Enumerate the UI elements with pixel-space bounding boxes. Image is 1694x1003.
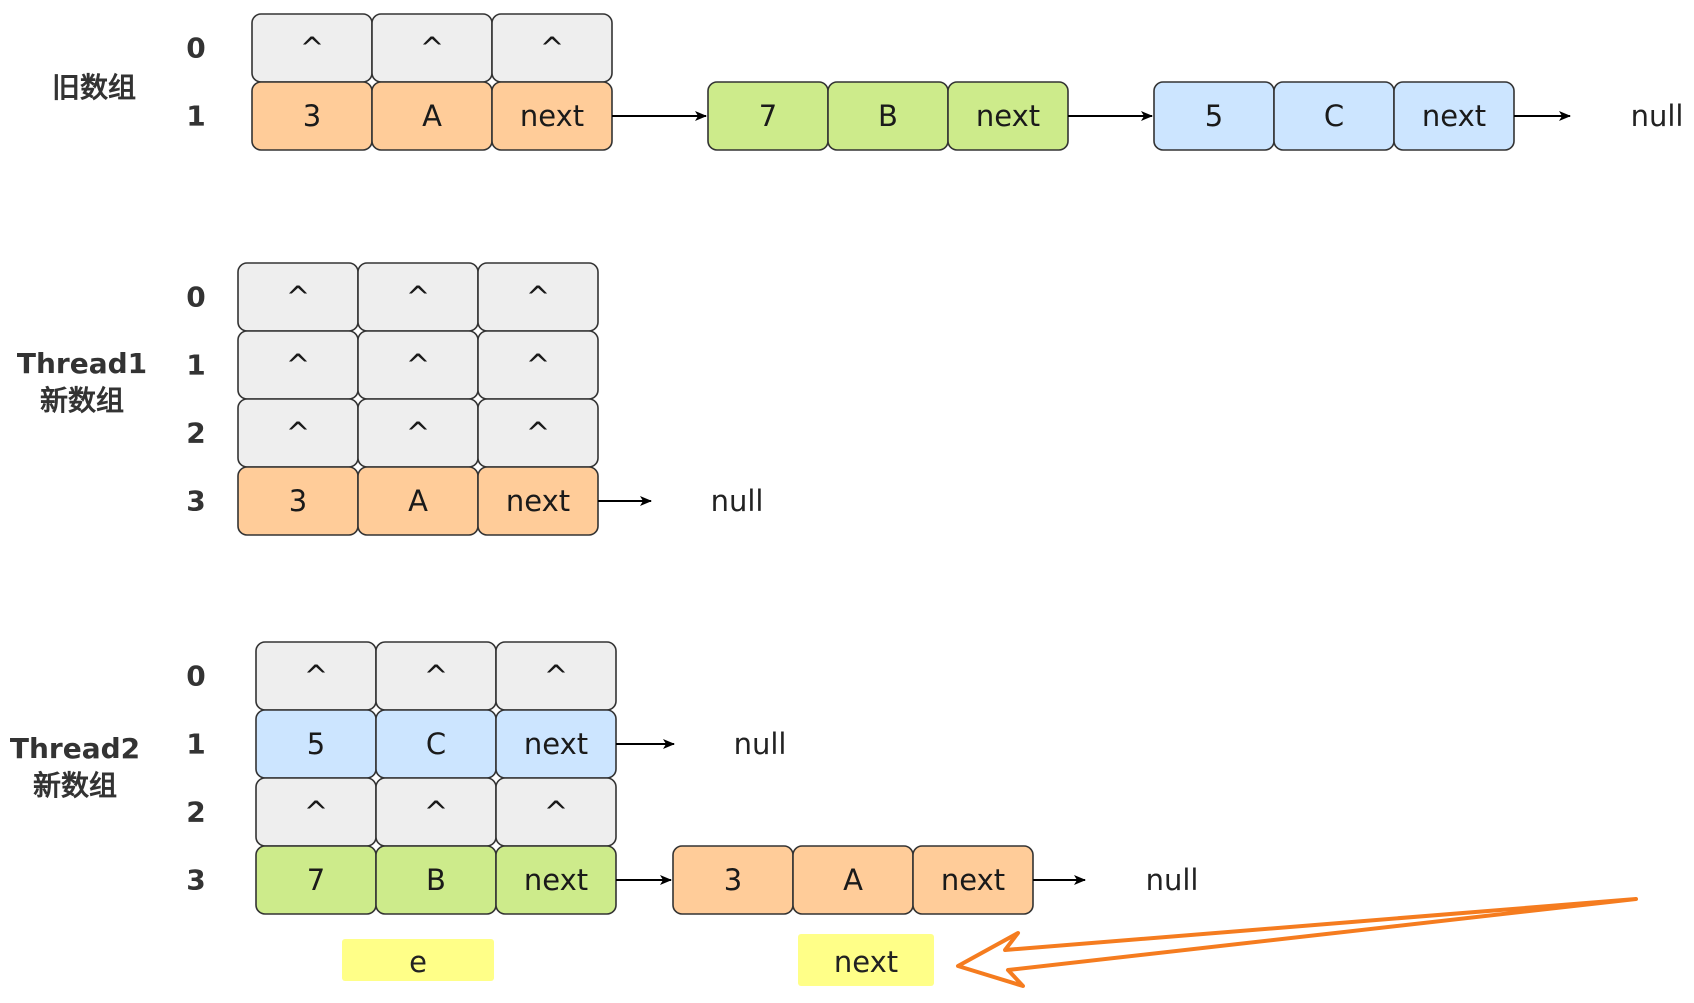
old-chain-node-cell-label: 7	[759, 99, 777, 133]
thread1-array-row-cell-label: ^	[526, 280, 550, 314]
next-pointer-label: next	[834, 945, 898, 979]
thread1-array-row-cell-label: ^	[286, 280, 310, 314]
thread2-array-row-index: 3	[186, 864, 205, 897]
thread2-chain-node-cell-label: next	[941, 863, 1005, 897]
old-array-row-index: 0	[186, 32, 205, 65]
thread2-array-row: ^ ^ ^	[255, 777, 617, 847]
thread2-chain-node-cell-label: A	[843, 863, 863, 897]
e-pointer-highlight	[342, 939, 494, 981]
thread2-array-row-cell-label: ^	[424, 659, 448, 693]
thread2-array-title-line1: Thread2	[10, 732, 140, 765]
thread1-array-row-cell-label: next	[506, 484, 570, 518]
thread1-null-label: null	[711, 484, 764, 518]
thread1-array-row: ^ ^ ^	[237, 330, 599, 400]
thread2-array-row-index: 0	[186, 660, 205, 693]
thread2-null-label: null	[1146, 863, 1199, 897]
thread2-array-row-cell-label: ^	[304, 795, 328, 829]
thread1-array-row: ^ ^ ^	[237, 398, 599, 468]
thread2-array-row-index: 2	[186, 796, 205, 829]
thread1-array-row-cell-label: 3	[289, 484, 307, 518]
old-chain-node-cell-label: next	[1422, 99, 1486, 133]
thread2-array-row-cell-label: 7	[307, 863, 325, 897]
thread2-array-row-cell-label: B	[426, 863, 446, 897]
old-array-row-index: 1	[186, 100, 205, 133]
old-null-label: null	[1631, 99, 1684, 133]
thread2-array-row-cell-label: next	[524, 863, 588, 897]
thread2-array-row-cell-label: ^	[424, 795, 448, 829]
old-chain-node-cell-label: 5	[1205, 99, 1223, 133]
thread1-array-row-cell-label: ^	[526, 416, 550, 450]
thread2-array-row-cell-label: ^	[304, 659, 328, 693]
thread2-null-label: null	[734, 727, 787, 761]
thread2-array-title-line2: 新数组	[33, 769, 117, 802]
old-chain-node-cell-label: C	[1324, 99, 1344, 133]
thread1-array-row-index: 3	[186, 485, 205, 518]
thread1-array-row-cell-label: ^	[406, 280, 430, 314]
thread1-array-row: ^ ^ ^	[237, 262, 599, 332]
thread2-array-row-cell-label: 5	[307, 727, 325, 761]
thread2-array-row: ^ ^ ^	[255, 641, 617, 711]
thread1-array-title-line1: Thread1	[17, 347, 147, 380]
old-chain-node-cell-label: B	[878, 99, 898, 133]
old-array-row-cell-label: ^	[420, 31, 444, 65]
thread1-array-row-cell-label: ^	[406, 348, 430, 382]
old-array-row-cell-label: ^	[540, 31, 564, 65]
thread2-array-row-cell-label: C	[426, 727, 446, 761]
old-array-row-cell-label: 3	[303, 99, 321, 133]
next-pointer-highlight	[798, 934, 934, 986]
thread2-array-row-cell-label: next	[524, 727, 588, 761]
thread2-array-row-cell-label: ^	[544, 659, 568, 693]
thread1-array-row-index: 1	[186, 349, 205, 382]
old-array-row: ^ ^ ^	[251, 13, 613, 83]
thread1-array-row-index: 0	[186, 281, 205, 314]
thread2-array-row-cell-label: ^	[544, 795, 568, 829]
old-array-row-cell-label: next	[520, 99, 584, 133]
thread2-array-row-index: 1	[186, 728, 205, 761]
old-array-title: 旧数组	[52, 71, 136, 104]
thread1-array-row-index: 2	[186, 417, 205, 450]
thread1-array-row-cell-label: ^	[406, 416, 430, 450]
old-array-row-cell-label: ^	[300, 31, 324, 65]
e-pointer-label: e	[409, 945, 427, 979]
orange-pointer-arrow	[956, 897, 1638, 988]
thread1-array-row-cell-label: ^	[526, 348, 550, 382]
old-array-row-cell-label: A	[422, 99, 442, 133]
thread1-array-title-line2: 新数组	[40, 384, 124, 417]
thread1-array-row-cell-label: A	[408, 484, 428, 518]
old-chain-node-cell-label: next	[976, 99, 1040, 133]
thread1-array-row-cell-label: ^	[286, 348, 310, 382]
thread2-chain-node-cell-label: 3	[724, 863, 742, 897]
thread1-array-row-cell-label: ^	[286, 416, 310, 450]
